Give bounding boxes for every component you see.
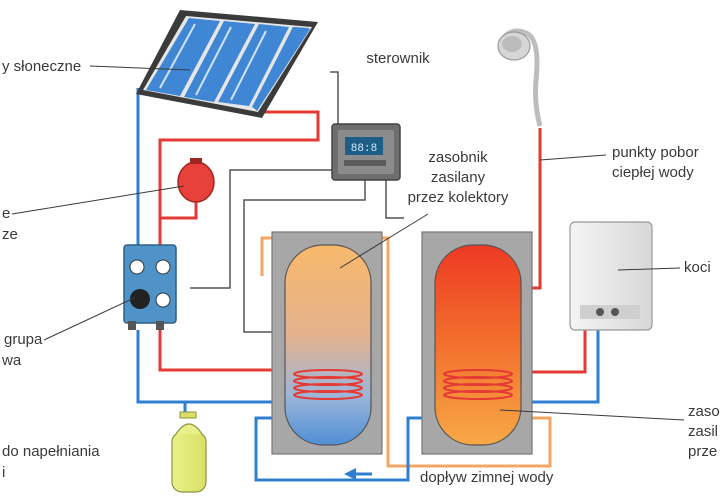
label-solar-tank-2: zasilany xyxy=(431,169,486,186)
label-draw-points-1: punkty pobor xyxy=(612,144,699,161)
label-cold-inlet: dopływ zimnej wody xyxy=(420,469,554,486)
boiler-hot-pipe xyxy=(512,330,587,374)
fill-cylinder xyxy=(171,411,207,493)
label-expansion-2: ze xyxy=(2,226,18,243)
label-pump-group-2: wa xyxy=(1,352,22,369)
leader-lines xyxy=(11,65,685,421)
label-controller: sterownik xyxy=(366,50,430,67)
collector-supply-pipe xyxy=(158,110,320,245)
tank-transfer-pipe xyxy=(260,236,552,468)
pump-to-coil-hot-pipe xyxy=(158,330,285,372)
label-pump-group-1: grupa xyxy=(4,331,43,348)
solar-storage-tank xyxy=(271,231,383,455)
expansion-vessel xyxy=(177,158,215,203)
label-boiler-tank-1: zasoł xyxy=(688,403,720,420)
boiler-storage-tank xyxy=(421,231,533,455)
label-boiler: koci xyxy=(684,259,711,276)
label-fill-2: i xyxy=(2,464,5,481)
solar-collector-panel xyxy=(136,10,318,118)
label-boiler-tank-2: zasil xyxy=(688,423,718,440)
label-solar-tank-1: zasobnik xyxy=(428,149,488,166)
boiler-cold-pipe xyxy=(512,330,600,404)
svg-text:88:8: 88:8 xyxy=(351,143,377,155)
gas-boiler xyxy=(569,221,653,331)
controller-unit: 88:8 xyxy=(331,123,401,181)
cold-inlet-arrow xyxy=(344,468,372,480)
cold-water-inlet-pipe xyxy=(254,416,370,482)
label-collectors: y słoneczne xyxy=(2,58,81,75)
expansion-vessel-pipe xyxy=(160,200,198,220)
solar-loop-pipes xyxy=(136,88,320,415)
label-draw-points-2: ciepłej wody xyxy=(612,164,694,181)
pump-group xyxy=(123,244,177,330)
label-expansion-1: e xyxy=(2,205,10,222)
label-boiler-tank-3: prze xyxy=(688,443,717,460)
coil-to-pump-cold-pipe xyxy=(136,330,285,404)
label-solar-tank-3: przez kolektory xyxy=(408,189,509,206)
shower-head xyxy=(497,28,543,127)
label-fill-1: do napełniania xyxy=(2,443,100,460)
